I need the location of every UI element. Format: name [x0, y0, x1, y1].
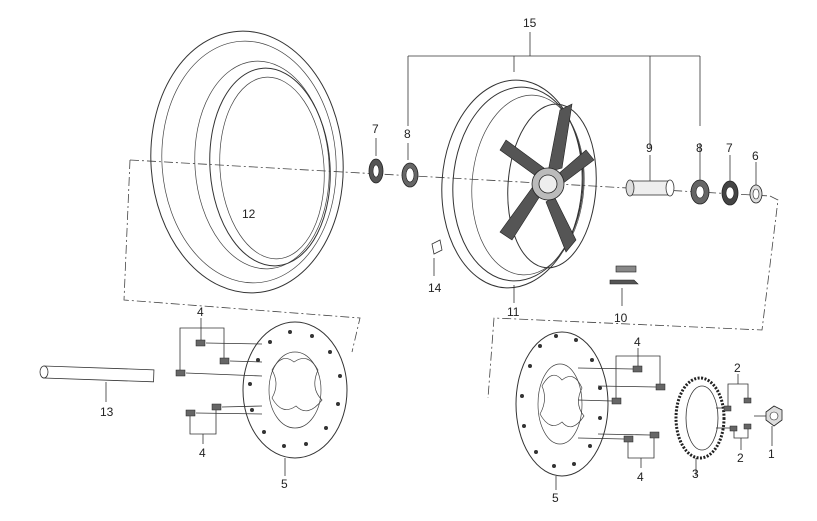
callout-4-top-right: 4	[634, 335, 641, 349]
brake-disc-left	[242, 321, 348, 476]
callout-4-top-left: 4	[197, 305, 204, 319]
callout-14: 14	[428, 281, 442, 295]
oil-seal-right	[721, 155, 739, 206]
callout-1: 1	[768, 447, 775, 461]
callout-12: 12	[242, 207, 256, 221]
disc-screws-right	[577, 348, 666, 468]
callout-10: 10	[614, 311, 628, 325]
brake-disc-right	[515, 331, 609, 490]
callout-labels: 15 7 8 9 8 7 6 12 14 11 10 4 4 13 5 4 4 …	[100, 16, 775, 505]
callout-5-left: 5	[281, 477, 288, 491]
tyre-valve	[609, 265, 639, 306]
axle-nut	[754, 405, 783, 446]
wheel-axle	[39, 365, 155, 402]
callout-11: 11	[507, 305, 520, 319]
callout-15: 15	[523, 16, 537, 30]
callout-2-bottom: 2	[737, 451, 744, 465]
tyre	[150, 30, 344, 294]
callout-13: 13	[100, 405, 114, 419]
callout-3: 3	[692, 467, 699, 481]
callout-2-top: 2	[734, 361, 741, 375]
balance-weight	[431, 239, 443, 276]
callout-5-right: 5	[552, 491, 559, 505]
rim-wheel	[441, 79, 597, 303]
callout-9: 9	[646, 141, 653, 155]
bearing-right	[690, 143, 710, 205]
callout-7-left: 7	[372, 122, 379, 136]
oil-seal-left	[368, 138, 384, 184]
callout-8-right: 8	[696, 141, 703, 155]
spacer-tube	[625, 155, 675, 197]
bearing-left	[401, 143, 419, 188]
disc-screws-left	[175, 318, 263, 444]
callout-6: 6	[752, 149, 759, 163]
wheel-spokes	[499, 103, 595, 253]
callout-4-bottom-left: 4	[199, 446, 206, 460]
callout-8-left: 8	[404, 127, 411, 141]
callout-4-bottom-right: 4	[637, 470, 644, 484]
assembly-bracket-15	[407, 32, 701, 148]
callout-7-right: 7	[726, 141, 733, 155]
collar	[749, 162, 763, 204]
tone-ring-screws	[716, 374, 752, 450]
abs-tone-ring	[674, 376, 726, 476]
